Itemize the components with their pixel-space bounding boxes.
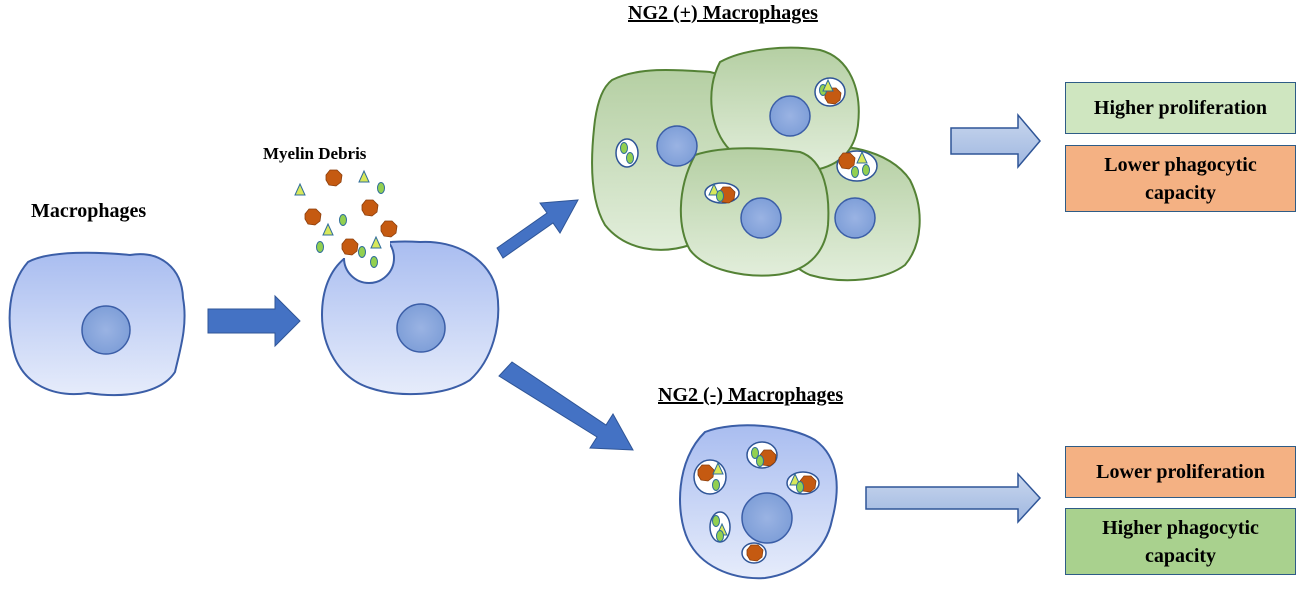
outcome-arrow-positive [950,112,1041,170]
outcome-arrow-negative [865,472,1042,524]
outcome-text-line1: Lower phagocytic [1104,153,1257,176]
outcome-text: Higher proliferation [1093,97,1268,119]
outcome-lower-phagocytic-capacity: Lower phagocytic capacity [1065,145,1296,212]
outcome-text-line2: capacity [1144,544,1217,567]
myelin-debris-label: Myelin Debris [263,144,367,163]
macrophages-label: Macrophages [31,200,147,222]
outcome-lower-proliferation: Lower proliferation [1065,446,1296,498]
outcome-higher-phagocytic-capacity: Higher phagocytic capacity [1065,508,1296,575]
arrow-to-ng2-negative [498,361,634,451]
arrow-to-ng2-positive [496,199,579,259]
outcome-higher-proliferation: Higher proliferation [1065,82,1296,134]
ng2-positive-cell-cluster [591,46,921,282]
ng2-positive-title: NG2 (+) Macrophages [628,2,818,24]
arrow-to-debris [207,294,301,348]
ng2-negative-cell [679,424,838,580]
phagocytosing-macrophage [320,225,500,396]
outcome-text: Lower proliferation [1096,461,1265,483]
ng2-negative-title: NG2 (-) Macrophages [658,384,844,406]
outcome-text-line2: capacity [1144,181,1217,204]
resting-macrophage [8,251,186,397]
outcome-text-line1: Higher phagocytic [1102,516,1259,539]
